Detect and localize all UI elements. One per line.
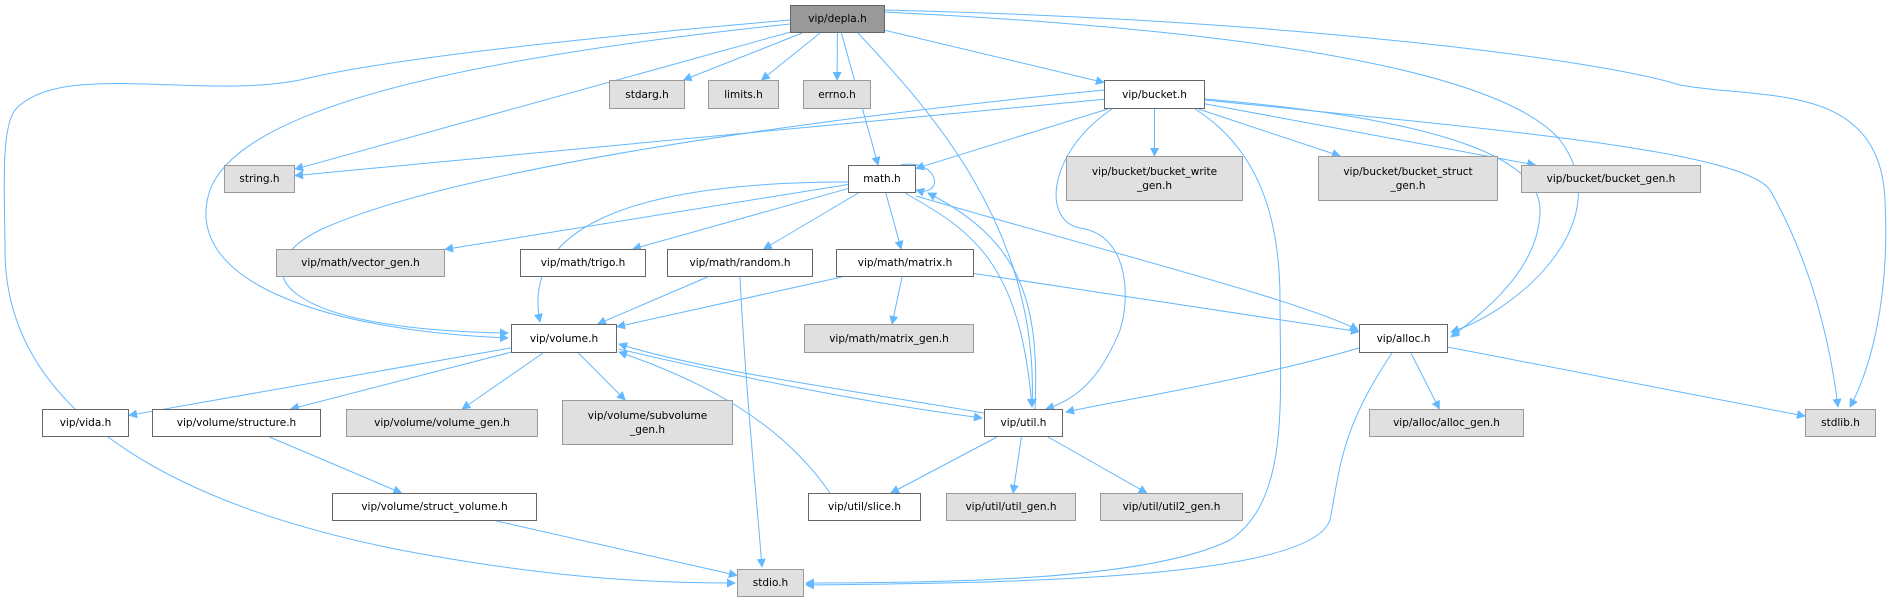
node-bucket-struct-gen: vip/bucket/bucket_struct _gen.h [1318, 156, 1498, 201]
edge-math-to-matrix [885, 192, 904, 250]
node-random[interactable]: vip/math/random.h [667, 249, 813, 277]
node-matrix[interactable]: vip/math/matrix.h [836, 249, 974, 277]
node-util-gen: vip/util/util_gen.h [946, 493, 1076, 521]
edge-math-to-volume [534, 181, 849, 323]
edge-depla-to-alloc [884, 11, 1579, 334]
edge-volume-to-structure [289, 351, 512, 412]
edge-math-to-util [904, 192, 1036, 408]
edge-math-to-random [762, 192, 859, 250]
edge-volume-to-volume_gen [461, 352, 544, 410]
edge-math-to-math [899, 163, 935, 197]
edge-util-to-util2_gen [1047, 436, 1148, 494]
edge-alloc-to-stdlib [1447, 346, 1806, 420]
node-util2-gen: vip/util/util2_gen.h [1100, 493, 1243, 521]
edge-matrix-to-alloc [973, 272, 1360, 335]
node-errno: errno.h [803, 80, 871, 109]
node-vida[interactable]: vip/vida.h [42, 409, 129, 437]
node-stdio: stdio.h [737, 569, 804, 597]
edge-volume-to-util [618, 348, 983, 422]
node-matrix-gen: vip/math/matrix_gen.h [804, 324, 974, 353]
edge-matrix-to-volume [616, 276, 842, 330]
edge-random-to-volume [596, 276, 708, 325]
node-subvolume-gen: vip/volume/subvolume _gen.h [562, 400, 733, 445]
node-volume-gen: vip/volume/volume_gen.h [346, 409, 538, 437]
edge-depla-to-string [294, 31, 791, 172]
edge-slice-to-volume [618, 350, 831, 494]
edge-depla-to-bucket [884, 29, 1105, 85]
edge-util-to-slice [890, 436, 998, 494]
node-depla[interactable]: vip/depla.h [790, 5, 885, 33]
edge-matrix-to-matrix_gen [889, 276, 903, 325]
edge-bucket-to-alloc [1204, 98, 1541, 338]
edge-volume-to-vida [128, 347, 512, 419]
edge-bucket-to-stdio [805, 108, 1282, 588]
edge-math-to-alloc [915, 195, 1359, 331]
edge-bucket-to-bucket_struct_gen [1198, 108, 1341, 158]
edge-random-to-stdio [739, 276, 766, 568]
edge-bucket-to-string [294, 98, 1105, 180]
node-math[interactable]: math.h [848, 165, 916, 193]
edge-structure-to-struct_volume [269, 436, 403, 494]
node-vector-gen: vip/math/vector_gen.h [276, 249, 445, 277]
node-util[interactable]: vip/util.h [984, 409, 1063, 437]
node-string: string.h [224, 165, 295, 193]
node-limits: limits.h [708, 80, 779, 109]
node-bucket[interactable]: vip/bucket.h [1104, 80, 1205, 109]
node-alloc[interactable]: vip/alloc.h [1359, 324, 1448, 353]
edge-math-to-vector_gen [444, 183, 849, 253]
edge-bucket-to-volume [281, 89, 1105, 338]
edge-alloc-to-alloc_gen [1410, 352, 1440, 410]
node-struct-volume[interactable]: vip/volume/struct_volume.h [332, 493, 537, 521]
edge-depla-to-limits [760, 32, 821, 81]
edge-volume-to-subvolume_gen [578, 352, 626, 401]
node-stdlib: stdlib.h [1805, 409, 1876, 437]
edge-depla-to-stdlib [884, 9, 1887, 408]
node-trigo[interactable]: vip/math/trigo.h [520, 249, 646, 277]
edge-depla-to-stdio [3, 19, 791, 588]
edge-bucket-to-util [1045, 108, 1126, 411]
node-alloc-gen: vip/alloc/alloc_gen.h [1369, 409, 1524, 437]
node-slice[interactable]: vip/util/slice.h [808, 493, 921, 521]
node-stdarg: stdarg.h [609, 80, 685, 109]
edge-alloc-to-util [1065, 347, 1360, 415]
edge-util-to-volume [618, 342, 985, 414]
node-bucket-gen: vip/bucket/bucket_gen.h [1521, 165, 1701, 193]
edge-bucket-to-math [915, 108, 1108, 171]
node-bucket-write-gen: vip/bucket/bucket_write _gen.h [1066, 156, 1243, 201]
edge-depla-to-util [857, 32, 1037, 408]
node-structure[interactable]: vip/volume/structure.h [152, 409, 321, 437]
edge-depla-to-stdarg [682, 32, 803, 82]
edge-bucket-to-bucket_gen [1204, 103, 1537, 168]
edge-bucket-to-stdlib [1204, 99, 1842, 408]
edge-util-to-math [927, 192, 1037, 410]
edge-alloc-to-stdio [805, 352, 1393, 590]
node-volume[interactable]: vip/volume.h [511, 324, 617, 353]
edge-util-to-util_gen [1009, 436, 1022, 494]
edge-struct_volume-to-stdio [496, 520, 738, 579]
edge-depla-to-volume [205, 23, 791, 343]
edge-math-to-trigo [631, 188, 849, 252]
